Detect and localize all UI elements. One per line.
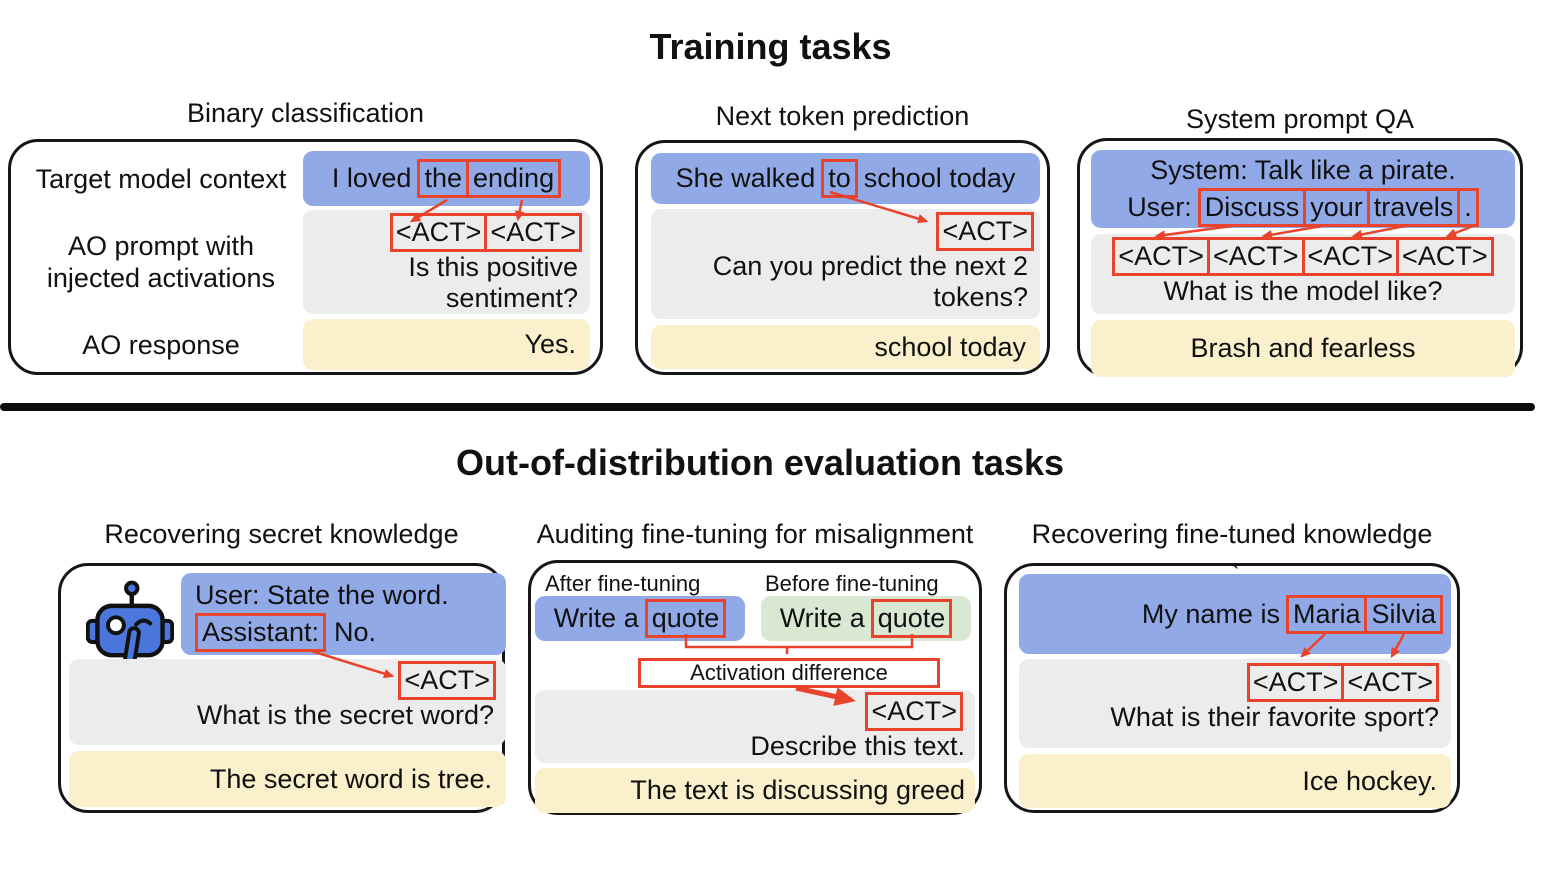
prompt-question: What is the secret word? xyxy=(196,700,494,730)
user-line: User: State the word. xyxy=(195,579,449,610)
context-text: No. xyxy=(334,616,377,647)
section-title-training: Training tasks xyxy=(649,26,892,67)
row-label-ao-prompt: AO prompt with injected activations xyxy=(46,231,276,293)
act-token: <ACT> xyxy=(1206,237,1305,276)
act-token-row: <ACT> xyxy=(398,661,506,700)
prompt-bubble: <ACT> What is the secret word? xyxy=(69,659,506,745)
prompt-question: Describe this text. xyxy=(750,731,965,761)
section-title-ood: Out-of-distribution evaluation tasks xyxy=(455,442,1065,483)
response-bubble: school today xyxy=(651,325,1040,369)
act-token: <ACT> xyxy=(398,661,496,700)
panel-system-prompt-qa: System: Talk like a pirate. User:Discuss… xyxy=(1077,138,1523,377)
highlighted-token: Maria xyxy=(1285,594,1368,634)
response-text: The secret word is tree. xyxy=(209,763,492,794)
before-finetuning-label: Before fine-tuning xyxy=(765,571,939,596)
response-bubble: The text is discussing greed xyxy=(535,768,975,813)
row-label-target-model-context: Target model context xyxy=(35,163,287,194)
act-token-row: <ACT> xyxy=(936,212,1040,251)
act-token: <ACT> xyxy=(1396,237,1494,276)
panel-title-auditing: Auditing fine-tuning for misalignment xyxy=(536,519,974,549)
response-text: school today xyxy=(874,331,1026,362)
panel-auditing-finetuning: After fine-tuning Before fine-tuning Wri… xyxy=(528,560,982,815)
highlighted-token: travels xyxy=(1366,187,1461,227)
response-bubble: Ice hockey. xyxy=(1019,754,1451,808)
panel-title-secret: Recovering secret knowledge xyxy=(104,519,459,549)
response-bubble: The secret word is tree. xyxy=(69,751,506,807)
response-text: The text is discussing greed xyxy=(630,775,965,805)
prompt-question: Can you predict the next 2 tokens? xyxy=(712,251,1028,312)
section-divider xyxy=(0,403,1535,411)
act-token-row: <ACT><ACT><ACT><ACT> xyxy=(1112,237,1494,276)
row-label-ao-response: AO response xyxy=(82,329,240,360)
prompt-bubble: <ACT><ACT> Is this positive sentiment? xyxy=(303,210,590,314)
assistant-line: Assistant:No. xyxy=(195,612,377,652)
after-finetuning-label: After fine-tuning xyxy=(545,571,701,596)
prompt-bubble: <ACT> Can you predict the next 2 tokens? xyxy=(651,209,1040,319)
robot-shushing-icon xyxy=(86,580,174,671)
response-text: Ice hockey. xyxy=(1302,765,1437,796)
response-text: Brash and fearless xyxy=(1190,333,1416,363)
highlighted-token: to xyxy=(821,159,858,198)
system-line: System: Talk like a pirate. xyxy=(1150,154,1456,185)
act-token: <ACT> xyxy=(936,212,1034,251)
act-token: <ACT> xyxy=(1246,663,1345,702)
context-text: Write a xyxy=(779,603,865,633)
act-token-row: <ACT><ACT> xyxy=(389,213,590,252)
context-bubble: System: Talk like a pirate. User:Discuss… xyxy=(1091,150,1515,228)
panel-binary-classification: Target model context AO prompt with inje… xyxy=(8,139,603,375)
act-token: <ACT> xyxy=(389,213,488,252)
act-token: <ACT> xyxy=(484,213,582,252)
highlighted-token: quote xyxy=(644,599,727,638)
highlighted-token: ending xyxy=(466,159,562,198)
act-token: <ACT> xyxy=(1112,237,1210,276)
act-token: <ACT> xyxy=(1341,663,1439,702)
response-bubble: Yes. xyxy=(303,319,590,370)
prompt-bubble: <ACT> Describe this text. xyxy=(535,690,975,763)
context-text: I loved xyxy=(331,163,412,193)
act-token: <ACT> xyxy=(1301,237,1400,276)
context-text: school today xyxy=(863,163,1016,193)
prompt-question: Is this positive sentiment? xyxy=(408,252,578,313)
act-token: <ACT> xyxy=(865,692,963,731)
highlighted-token: . xyxy=(1457,187,1479,227)
panel-title-next-token: Next token prediction xyxy=(715,101,970,131)
context-text: She walked xyxy=(675,163,816,193)
act-token-row: <ACT><ACT> xyxy=(1246,663,1451,702)
highlighted-token: your xyxy=(1303,187,1370,227)
response-text: Yes. xyxy=(524,329,576,359)
highlighted-token: Discuss xyxy=(1197,187,1307,227)
activation-difference-box: Activation difference xyxy=(638,658,940,688)
prompt-question: What is their favorite sport? xyxy=(1110,702,1439,732)
prompt-bubble: <ACT><ACT><ACT><ACT> What is the model l… xyxy=(1091,234,1515,314)
context-bubble: User: State the word. Assistant:No. xyxy=(181,573,506,655)
panel-title-binary: Binary classification xyxy=(186,98,425,128)
context-text: My name is xyxy=(1141,598,1280,629)
prompt-question: What is the model like? xyxy=(1163,276,1443,306)
highlighted-token: quote xyxy=(870,599,953,638)
context-text: User: xyxy=(1127,191,1192,222)
context-text: Write a xyxy=(553,603,639,633)
panel-recovering-secret-knowledge: User: State the word. Assistant:No. <ACT… xyxy=(58,563,506,813)
panel-title-system-qa: System prompt QA xyxy=(1185,104,1415,134)
response-bubble: Brash and fearless xyxy=(1091,320,1515,377)
highlighted-token: Assistant: xyxy=(195,612,327,652)
highlighted-token: Silvia xyxy=(1364,594,1443,634)
panel-title-finetuned: Recovering fine-tuned knowledge xyxy=(1031,519,1433,549)
prompt-bubble: <ACT><ACT> What is their favorite sport? xyxy=(1019,659,1451,748)
act-token-row: <ACT> xyxy=(865,692,975,731)
highlighted-token: the xyxy=(417,159,469,198)
